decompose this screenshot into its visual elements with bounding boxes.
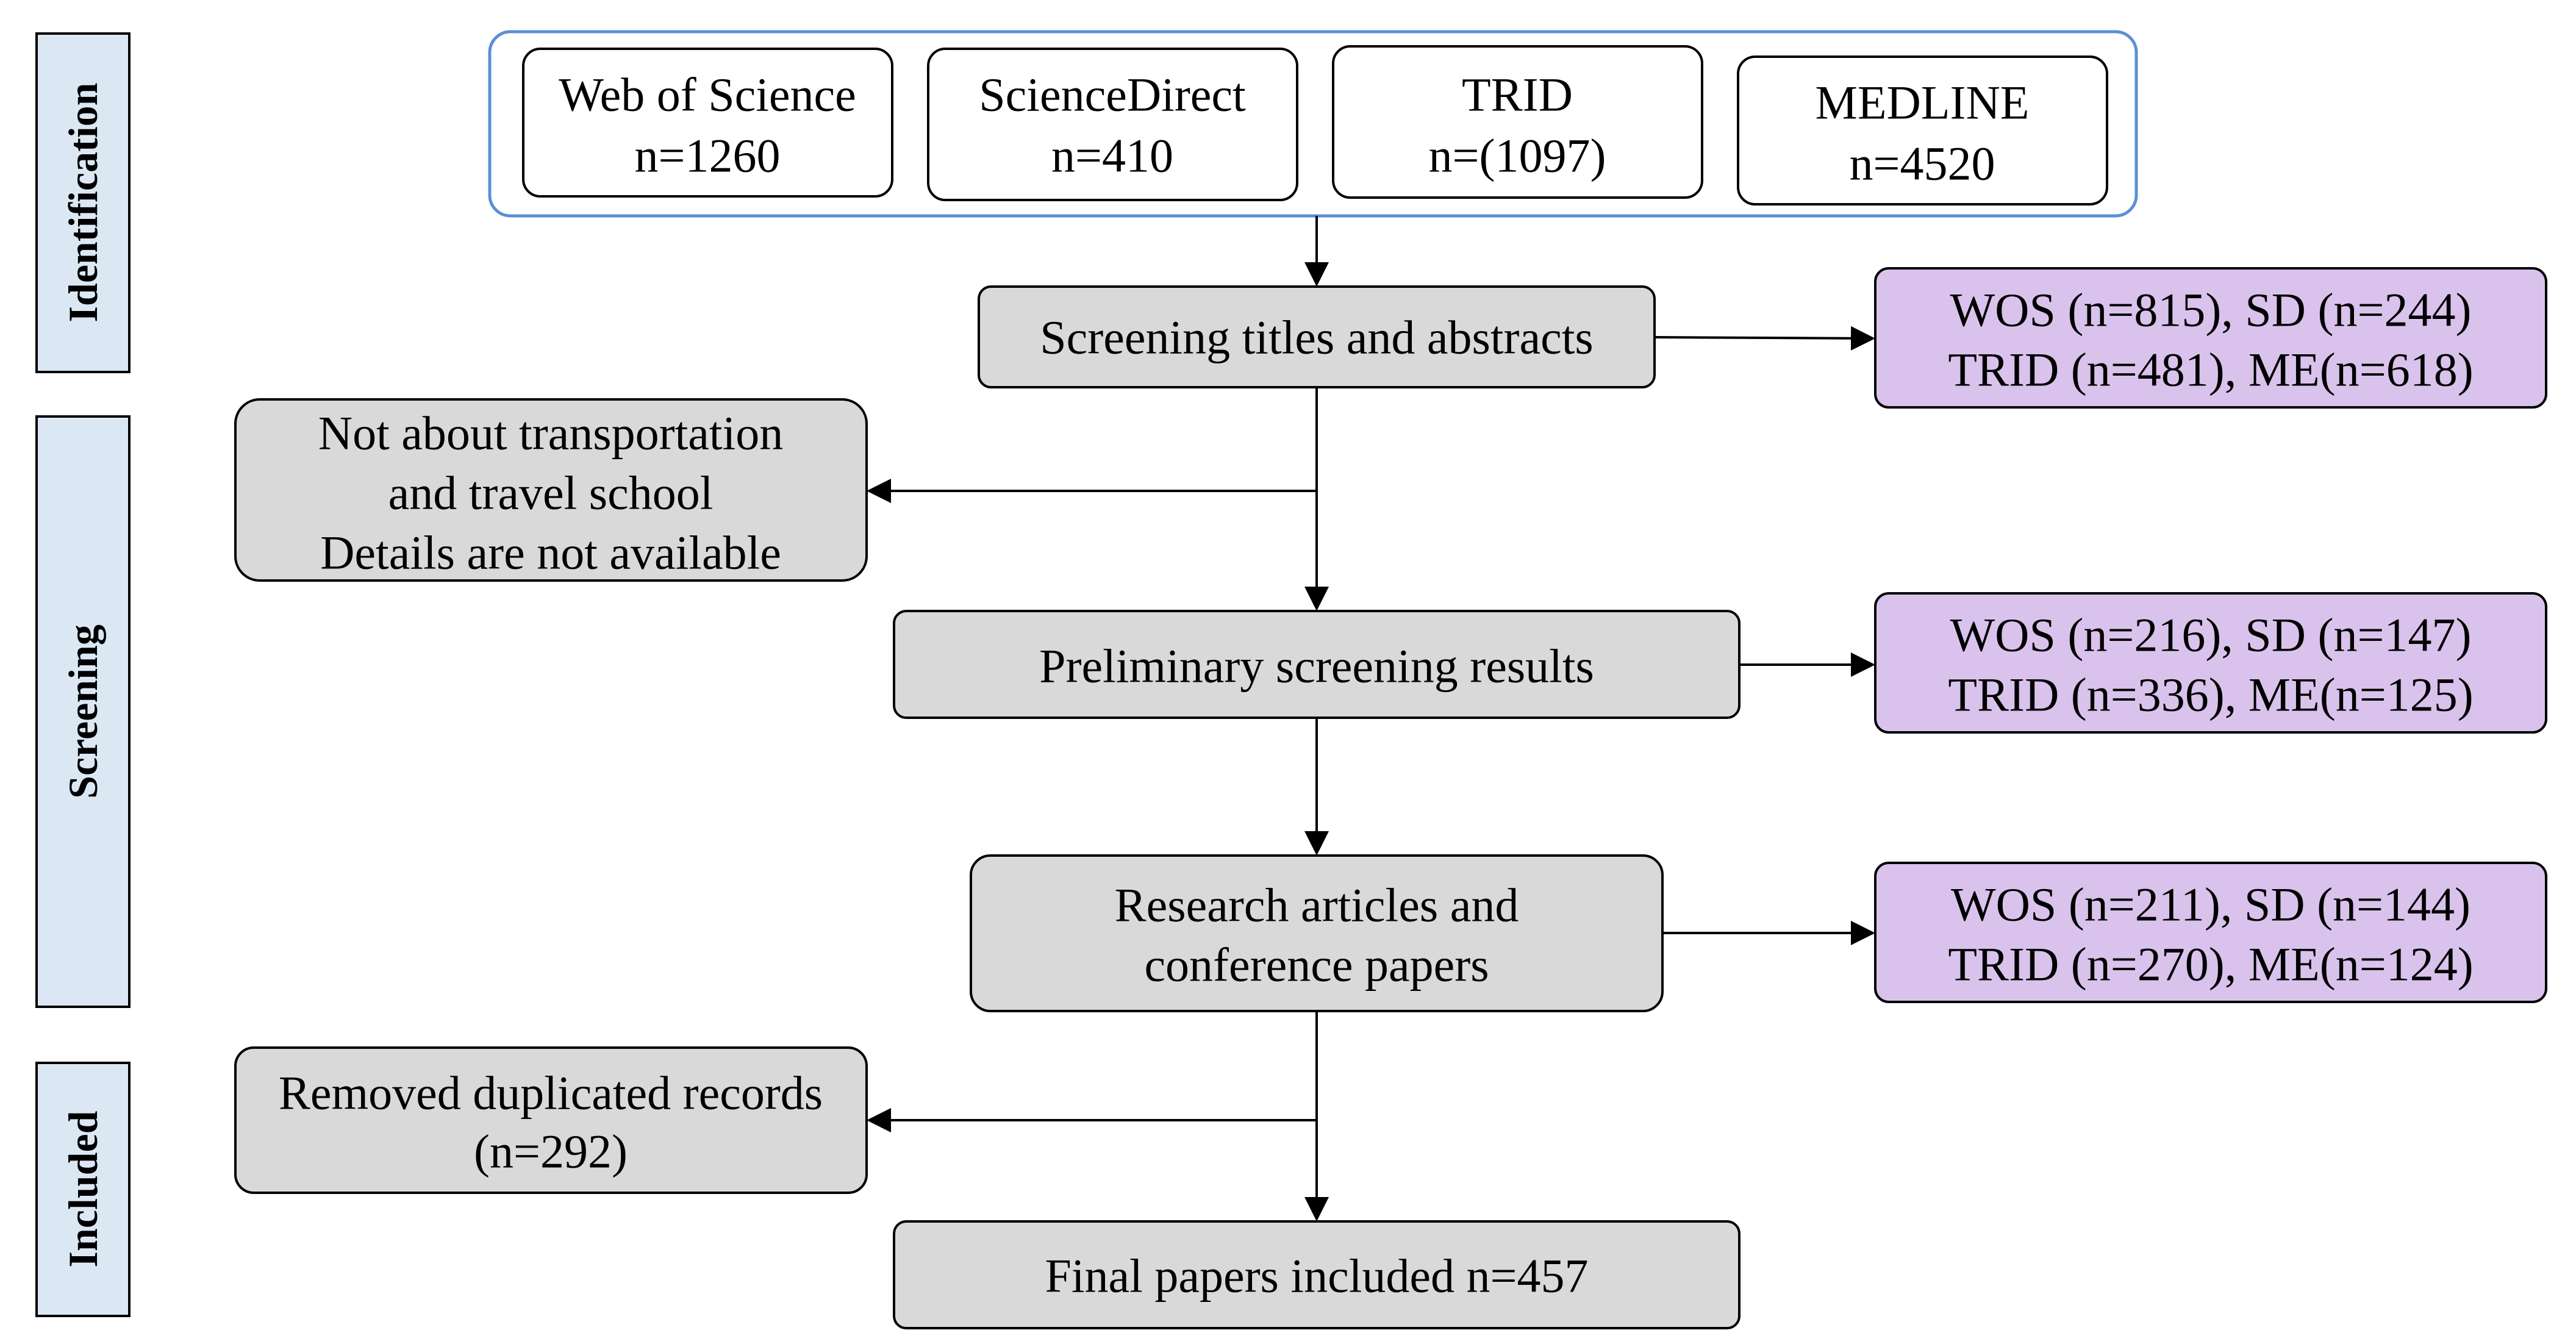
step-not-about-line3: Details are not available [320,526,781,579]
step-research-articles: Research articles and conference papers [970,854,1664,1012]
stage-included-label: Included [60,1110,106,1267]
result-after-titles: WOS (n=815), SD (n=244) TRID (n=481), ME… [1874,267,2547,409]
step-final-label: Final papers included n=457 [1045,1249,1589,1303]
database-sd-name: ScienceDirect [979,68,1246,121]
result-after-preliminary: WOS (n=216), SD (n=147) TRID (n=336), ME… [1874,592,2547,734]
result-after-research-line2: TRID (n=270), ME(n=124) [1948,938,2473,991]
step-research-line1: Research articles and [1115,879,1519,932]
result-after-research-line1: WOS (n=211), SD (n=144) [1951,878,2470,931]
database-sciencedirect: ScienceDirect n=410 [927,48,1298,201]
step-preliminary: Preliminary screening results [893,610,1741,719]
database-trid: TRID n=(1097) [1332,45,1703,199]
step-preliminary-label: Preliminary screening results [1039,640,1594,693]
database-trid-name: TRID [1462,68,1573,121]
step-research-line2: conference papers [1144,938,1489,992]
connectors [867,216,1875,1221]
step-not-about-line2: and travel school [388,466,714,520]
arrow-titles-to-result [1654,326,1875,351]
stage-identification: Identification [35,32,131,373]
result-after-research: WOS (n=211), SD (n=144) TRID (n=270), ME… [1874,862,2547,1003]
stage-screening-label: Screening [60,624,106,799]
step-removed-line1: Removed duplicated records [279,1067,823,1120]
step-screening-titles-label: Screening titles and abstracts [1040,311,1594,364]
database-medline-count: n=4520 [1850,137,1995,190]
database-medline: MEDLINE n=4520 [1737,55,2108,206]
database-medline-name: MEDLINE [1816,76,2030,129]
step-screening-titles: Screening titles and abstracts [978,285,1656,388]
database-group [488,30,2138,218]
result-after-preliminary-line1: WOS (n=216), SD (n=147) [1950,609,2472,662]
database-wos-count: n=1260 [635,129,781,182]
step-not-about-line1: Not about transportation [318,407,784,460]
stage-included: Included [35,1062,131,1317]
database-sd-count: n=410 [1051,129,1173,182]
result-after-preliminary-line2: TRID (n=336), ME(n=125) [1948,668,2473,721]
result-after-titles-line1: WOS (n=815), SD (n=244) [1950,284,2472,337]
step-final-papers: Final papers included n=457 [893,1220,1741,1329]
step-removed-duplicates: Removed duplicated records (n=292) [234,1046,868,1194]
step-removed-line2: (n=292) [474,1125,628,1178]
database-wos-name: Web of Science [559,68,856,121]
database-trid-count: n=(1097) [1429,129,1606,182]
result-after-titles-line2: TRID (n=481), ME(n=618) [1948,343,2473,396]
database-web-of-science: Web of Science n=1260 [522,48,893,198]
stage-identification-label: Identification [60,83,106,323]
step-not-about: Not about transportation and travel scho… [234,398,868,582]
stage-screening: Screening [35,415,131,1008]
